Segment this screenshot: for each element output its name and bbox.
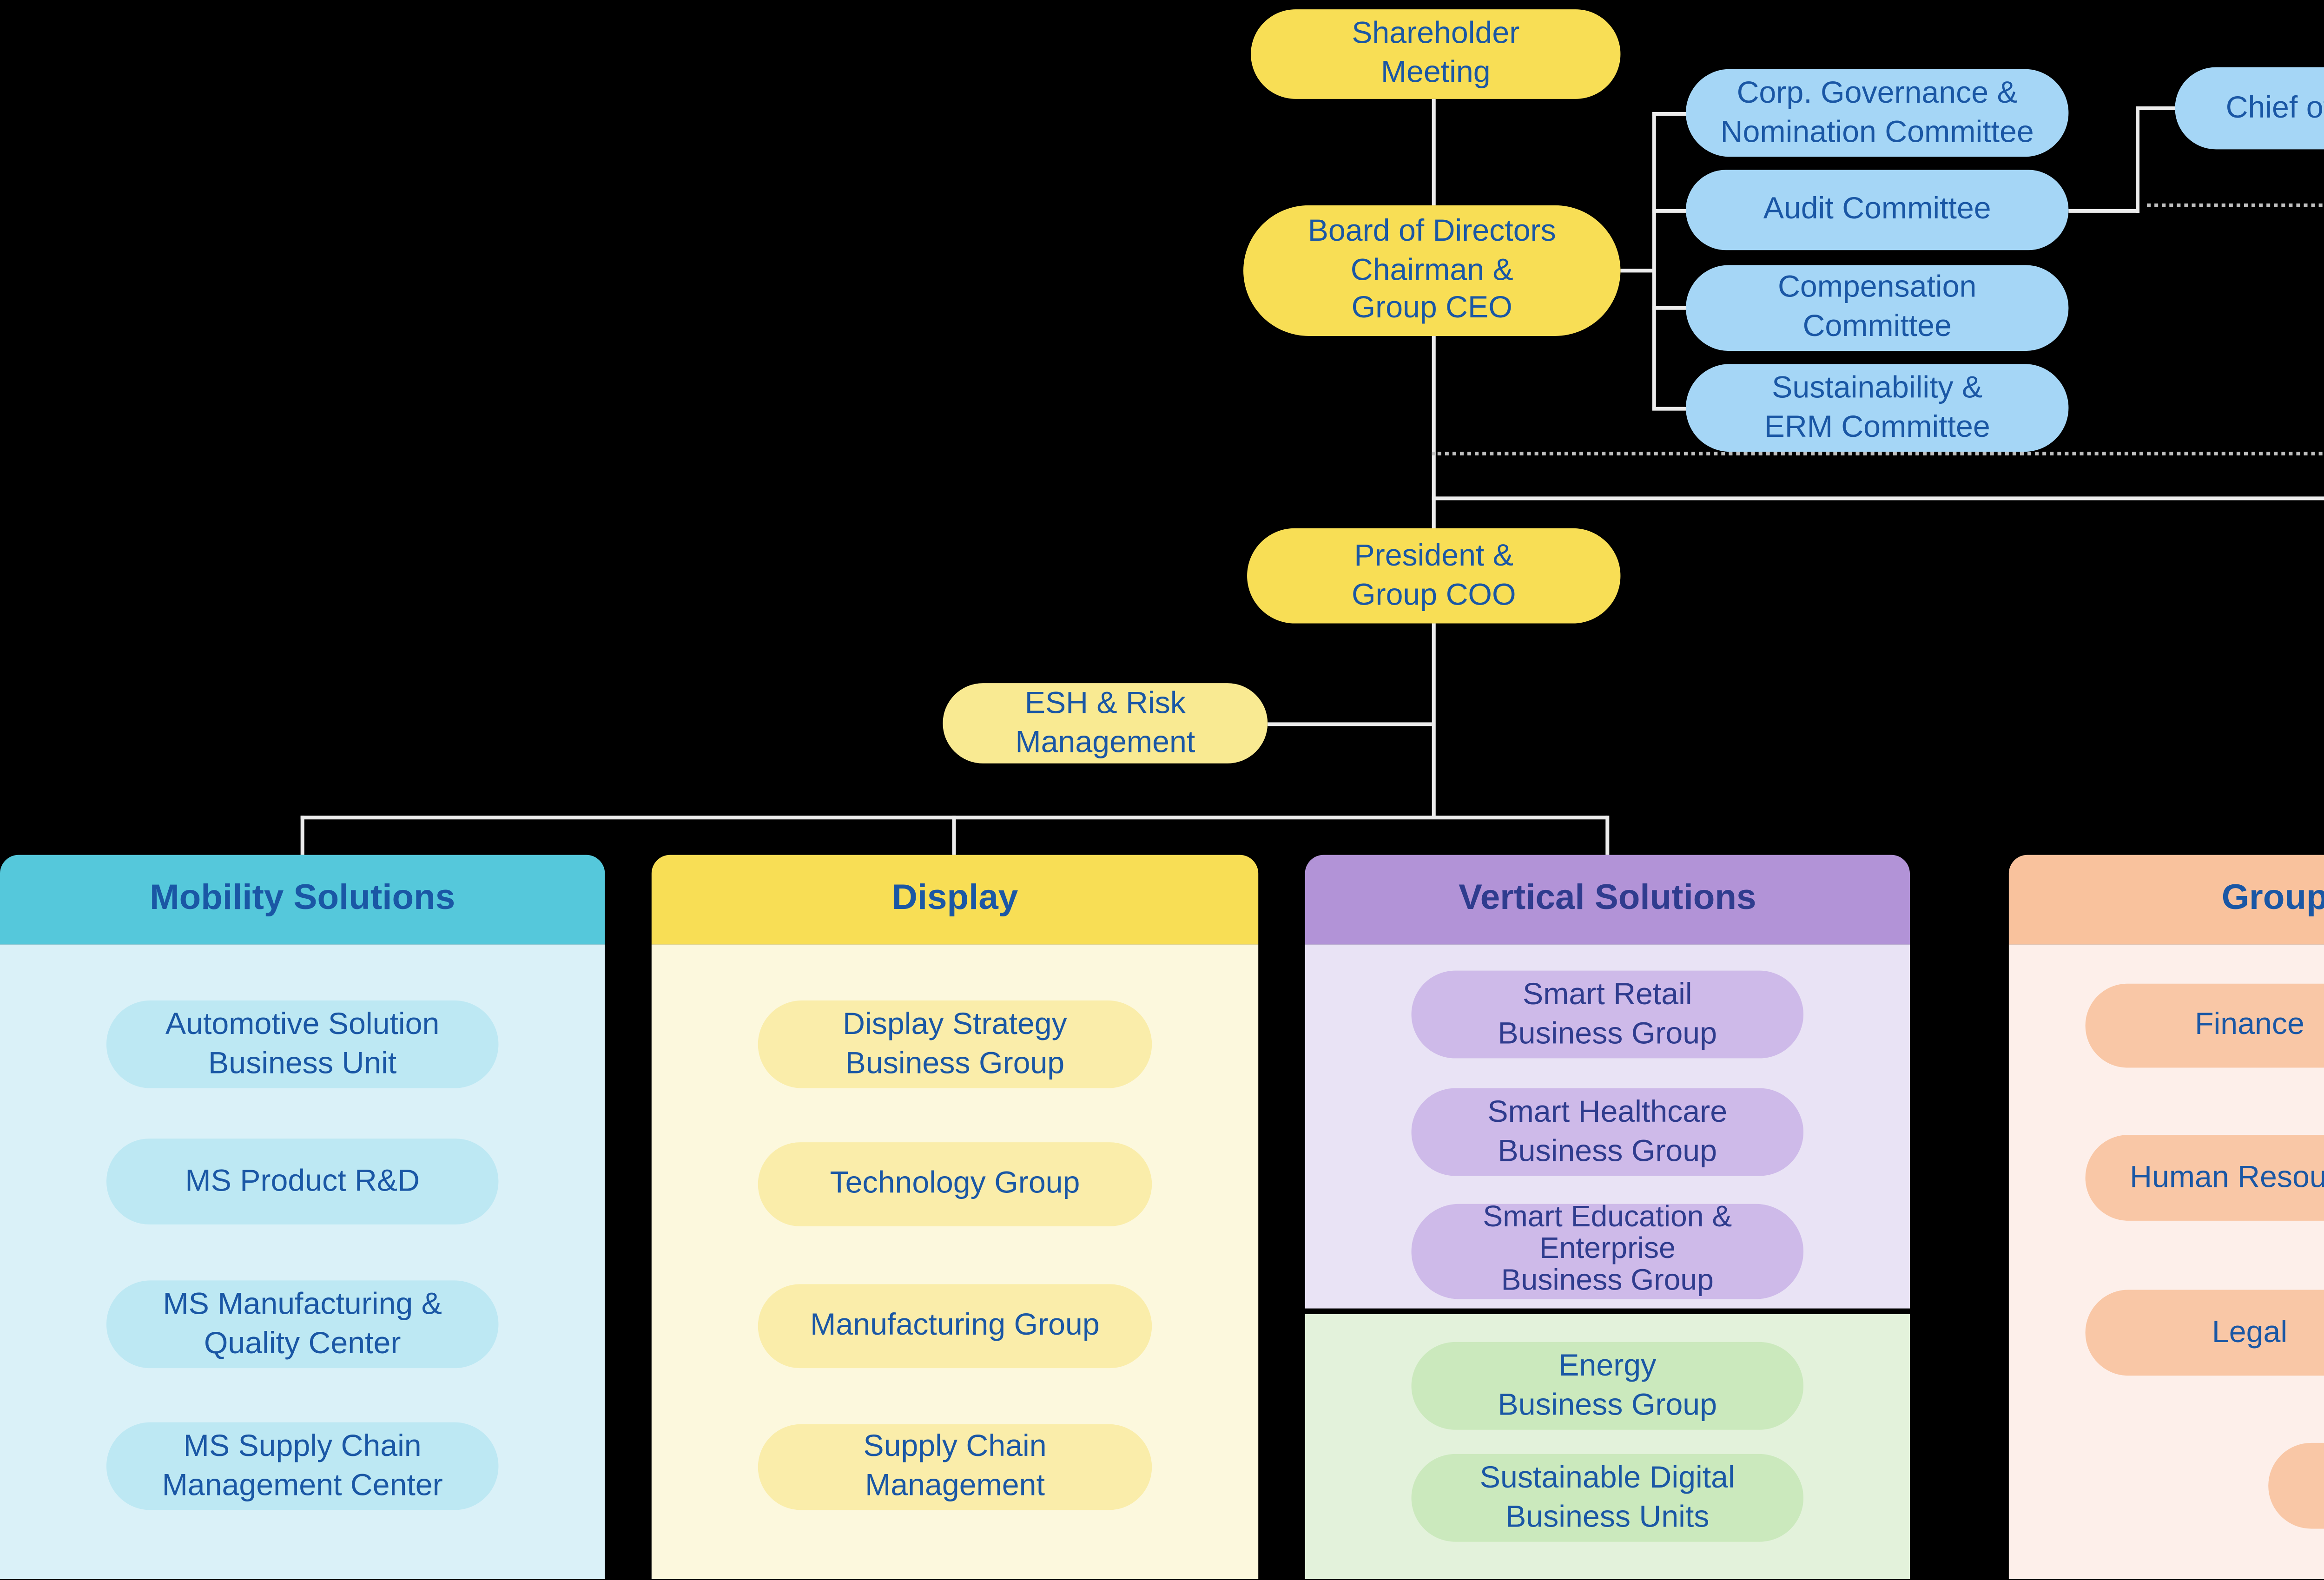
connector-line — [1605, 816, 1610, 855]
connector-line — [1432, 496, 2324, 500]
column-header-mobility-solutions: Mobility Solutions — [0, 855, 605, 945]
org-pill-smart-education-enterprise-business-group: Smart Education & Enterprise Business Gr… — [1411, 1202, 1804, 1299]
column-header-display: Display — [651, 855, 1259, 945]
org-pill-smart-healthcare-business-group: Smart Healthcare Business Group — [1411, 1088, 1804, 1176]
committee-pill-compensation: Compensation Committee — [1685, 265, 2069, 351]
node-esh-risk-management: ESH & Risk Management — [943, 683, 1268, 764]
connector-line — [2135, 106, 2175, 110]
connector-line — [1652, 112, 1686, 116]
org-pill-legal: Legal — [2085, 1290, 2324, 1376]
node-board-of-directors: Board of Directors Chairman & Group CEO — [1243, 205, 1621, 336]
connector-line — [1432, 99, 1436, 205]
column-header-group-infrastructure-unit: Group Infrastructure Unit — [2008, 855, 2324, 945]
org-pill-display-strategy-business-group: Display Strategy Business Group — [758, 1000, 1152, 1088]
org-pill-supply-chain-management: Supply Chain Management — [758, 1424, 1152, 1510]
node-president-group-coo: President & Group COO — [1247, 528, 1621, 624]
column-header-vertical-solutions: Vertical Solutions — [1305, 855, 1910, 945]
org-pill-ms-supply-chain-management-center: MS Supply Chain Management Center — [106, 1422, 499, 1510]
connector-line — [1652, 306, 1686, 310]
node-shareholder-meeting: Shareholder Meeting — [1251, 9, 1621, 99]
connector-line — [1268, 722, 1432, 726]
org-pill-human-resource: Human Resource — [2085, 1135, 2324, 1221]
org-pill-ms-manufacturing-quality-center: MS Manufacturing & Quality Center — [106, 1280, 499, 1369]
org-pill-sustainable-digital-business-units: Sustainable Digital Business Units — [1411, 1454, 1804, 1542]
committee-pill-sustainability-erm: Sustainability & ERM Committee — [1685, 364, 2069, 452]
committee-pill-corp-governance-nomination: Corp. Governance & Nomination Committee — [1685, 69, 2069, 157]
connector-line — [1652, 209, 1686, 213]
org-pill-energy-business-group: Energy Business Group — [1411, 1342, 1804, 1430]
committee-pill-audit: Audit Committee — [1685, 170, 2069, 250]
connector-line — [2068, 209, 2140, 213]
connector-line — [1432, 336, 1436, 530]
connector-line — [1652, 407, 1686, 411]
dotted-connector-line — [2147, 203, 2324, 207]
org-pill-technology-group: Technology Group — [758, 1142, 1152, 1226]
dotted-connector-line — [1432, 452, 2324, 456]
node-chief-of-compliance: Chief of Compliance — [2175, 67, 2324, 150]
connector-line — [1652, 112, 1656, 409]
connector-line — [300, 816, 304, 855]
org-pill-smart-retail-business-group: Smart Retail Business Group — [1411, 970, 1804, 1059]
connector-line — [1432, 623, 1436, 818]
org-pill-automotive-solution-business-unit: Automotive Solution Business Unit — [106, 1000, 499, 1088]
connector-line — [952, 816, 956, 855]
connector-line — [2135, 106, 2140, 213]
org-pill-finance: Finance — [2085, 983, 2324, 1068]
connector-line — [1620, 269, 1654, 273]
org-pill-ms-product-rd: MS Product R&D — [106, 1139, 499, 1224]
org-pill-manufacturing-group: Manufacturing Group — [758, 1284, 1152, 1369]
